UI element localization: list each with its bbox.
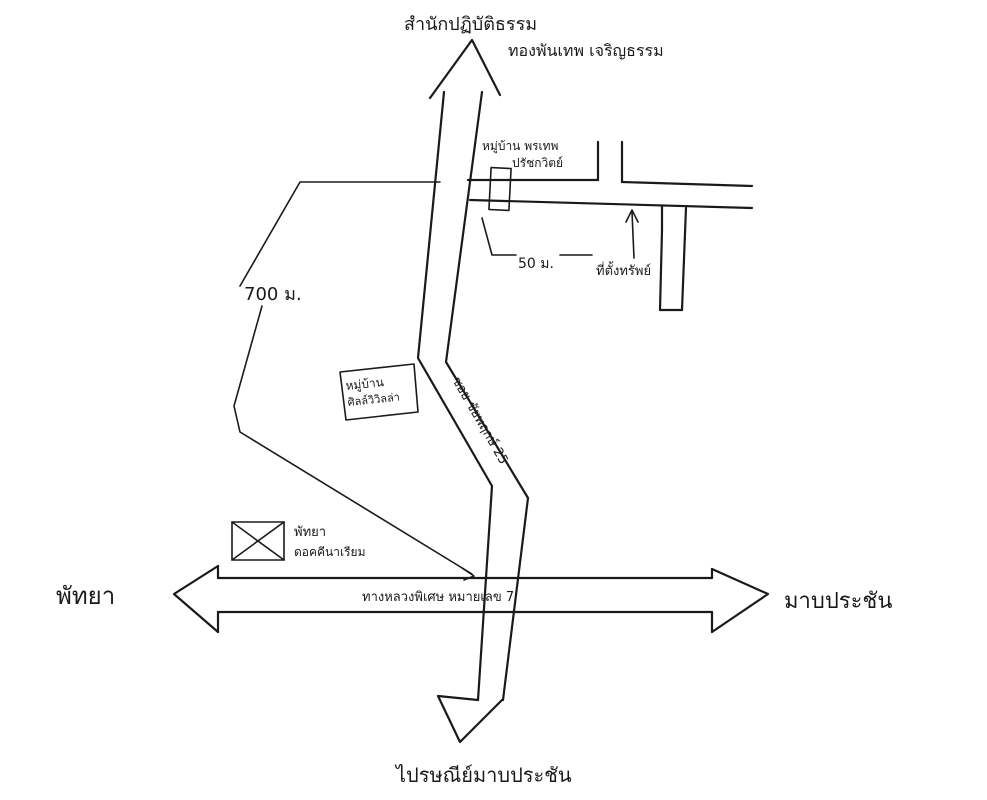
side-streets [466, 140, 754, 312]
left-destination-label: พัทยา [56, 582, 115, 610]
highway-7-road [172, 564, 770, 634]
village-gate-marker [488, 166, 512, 212]
village-left-label-2: ศิลล์วิวิลล่า [347, 391, 401, 409]
condo-label: พัทยา [294, 525, 326, 540]
village-left-box [339, 363, 419, 421]
site-arrow-icon [625, 209, 639, 259]
village-left-label: หมู่บ้าน [345, 375, 385, 394]
distance-50m-label: 50 ม. [518, 256, 554, 272]
site-label: ที่ตั้งทรัพย์ [596, 261, 651, 279]
top-destination-label-2: ทองพันเทพ เจริญธรรม [508, 41, 664, 60]
distance-50m-marker [481, 217, 593, 256]
soi-label: ซอย ชัยพฤกษ์ 25 [449, 374, 512, 467]
village-label-2: ปรัชกวิตย์ [512, 156, 563, 170]
condo-marker-icon [231, 521, 285, 561]
soi-chaiyaphruek-25-road [416, 38, 530, 744]
village-label: หมู่บ้าน พรเทพ [482, 139, 559, 154]
bottom-destination-label: ไปรษณีย์มาบประชัน [394, 763, 572, 787]
highway-label: ทางหลวงพิเศษ หมายเลข 7 [362, 590, 514, 605]
distance-700m-marker [233, 181, 475, 581]
condo-label-2: ดอคคีนาเรียม [294, 545, 365, 559]
top-destination-label: สำนักปฏิบัติธรรม [404, 14, 537, 35]
right-destination-label: มาบประชัน [784, 589, 892, 614]
distance-700m-label: 700 ม. [244, 284, 302, 305]
